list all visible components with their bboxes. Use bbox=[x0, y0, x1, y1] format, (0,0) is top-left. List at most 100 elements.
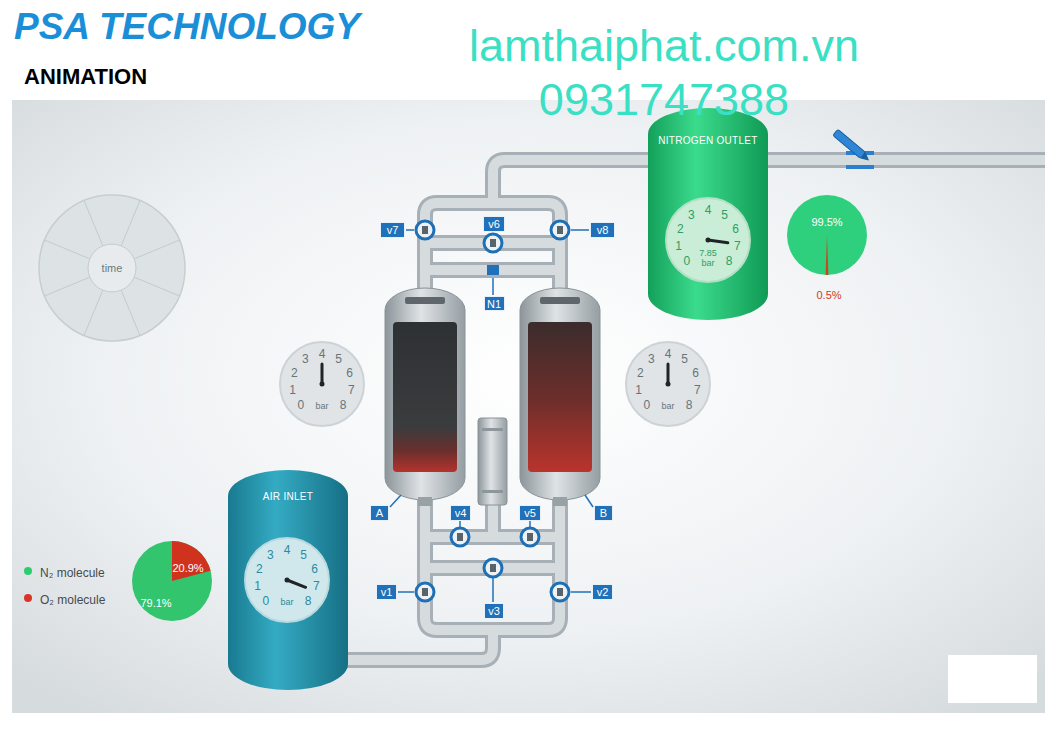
gauge-scale-text: 7 bbox=[348, 384, 355, 396]
gauge-scale-text: 7 bbox=[734, 240, 741, 252]
legend-text: N₂ molecule bbox=[40, 566, 105, 580]
gauge-face bbox=[280, 342, 364, 426]
gauge-scale-text: 4 bbox=[284, 544, 291, 556]
gauge-needle bbox=[287, 580, 306, 587]
tag-text: v7 bbox=[387, 225, 399, 236]
gauge-scale-text: 5 bbox=[681, 353, 688, 365]
timer-segment bbox=[134, 240, 179, 259]
gauge-scale-text: 5 bbox=[335, 353, 342, 365]
valve-tag: v5 bbox=[519, 505, 541, 521]
nozzle-n1 bbox=[487, 265, 499, 275]
valve-tag: v7 bbox=[380, 222, 405, 238]
gauge-scale-text: 0 bbox=[643, 399, 650, 411]
legend-swatch bbox=[24, 567, 32, 575]
gauge-scale-text: 0 bbox=[683, 255, 690, 267]
adsorber-column bbox=[520, 288, 600, 506]
gauge-needle bbox=[708, 240, 728, 243]
pressure-gauge: 012345678bar bbox=[244, 537, 330, 623]
gauge-scale-text: bar bbox=[280, 598, 293, 607]
shape-outline bbox=[132, 541, 212, 621]
watermark: lamthaiphat.com.vn bbox=[469, 20, 859, 72]
gauge-scale-text: 3 bbox=[267, 549, 274, 561]
watermark: 0931747388 bbox=[539, 74, 789, 126]
background-panel bbox=[12, 100, 1045, 713]
pie-red-slice bbox=[172, 541, 211, 581]
valve-tag: v2 bbox=[592, 584, 613, 600]
node-text: 0.5% bbox=[816, 290, 841, 301]
tag-text: v2 bbox=[597, 587, 609, 598]
page-title: PSA TECHNOLOGY bbox=[14, 6, 360, 49]
legend-text: O₂ molecule bbox=[40, 593, 105, 607]
tank-body bbox=[228, 470, 348, 690]
gauge-hub bbox=[285, 578, 290, 583]
tag-text: B bbox=[600, 508, 607, 519]
valve-tag: v4 bbox=[450, 505, 471, 521]
nitrogen-tank: NITROGEN OUTLET0123456787.85bar bbox=[648, 108, 768, 320]
valve-tag: v8 bbox=[590, 222, 615, 238]
gauge-scale-text: 0 bbox=[297, 399, 304, 411]
gauge-face bbox=[626, 342, 710, 426]
timer-hub bbox=[88, 244, 136, 292]
timer-segment bbox=[121, 290, 140, 335]
shape-outline bbox=[787, 195, 867, 275]
timer-segment bbox=[45, 240, 90, 259]
column-tag: B bbox=[594, 505, 613, 521]
pie-green bbox=[132, 541, 212, 621]
silencer bbox=[478, 418, 507, 505]
node-text: time bbox=[102, 263, 123, 274]
valve-tag: v1 bbox=[376, 584, 397, 600]
timer-face bbox=[39, 195, 185, 341]
timer-segment bbox=[84, 201, 103, 246]
gauge-needle bbox=[667, 364, 670, 384]
gauge-scale-text: 7 bbox=[694, 384, 701, 396]
gauge-hub bbox=[706, 238, 711, 243]
air-tank: AIR INLET012345678bar bbox=[228, 470, 348, 690]
flow-meter bbox=[833, 129, 874, 169]
gauge-scale-text: 3 bbox=[302, 353, 309, 365]
node-text: 20.9% bbox=[172, 563, 203, 574]
tag-text: v6 bbox=[488, 219, 500, 230]
gauge-scale-text: bar bbox=[661, 402, 674, 411]
valve-tag: v3 bbox=[484, 603, 504, 619]
gauge-scale-text: 3 bbox=[688, 209, 695, 221]
valve-tag: v6 bbox=[483, 216, 505, 232]
timer-dial: time bbox=[38, 194, 186, 342]
gauge-scale-text: 5 bbox=[300, 549, 307, 561]
gauge-scale-text: 6 bbox=[311, 563, 318, 575]
gauge-hub bbox=[666, 382, 671, 387]
white-box bbox=[948, 655, 1037, 703]
valve bbox=[416, 221, 569, 601]
gauge-scale-text: 2 bbox=[256, 563, 263, 575]
gauge-scale-text: 2 bbox=[677, 223, 684, 235]
pressure-gauge: 012345678bar bbox=[279, 341, 365, 427]
gauge-face bbox=[666, 198, 750, 282]
gauge-scale-text: 6 bbox=[692, 367, 699, 379]
gauge-scale-text: 5 bbox=[721, 209, 728, 221]
gauge-scale-text: 8 bbox=[340, 399, 347, 411]
purity-pie-chart: 99.5%0.5% bbox=[787, 195, 867, 275]
gauge-hub bbox=[320, 382, 325, 387]
pie-green bbox=[787, 195, 867, 275]
node-text: AIR INLET bbox=[263, 492, 314, 502]
gauge-needle bbox=[321, 364, 324, 384]
gauge-scale-text: 1 bbox=[635, 384, 642, 396]
nozzle-tag: N1 bbox=[484, 296, 505, 311]
gauge-scale-text: 1 bbox=[675, 240, 682, 252]
column-tag: A bbox=[370, 505, 389, 521]
tag-text: N1 bbox=[487, 298, 501, 309]
gauge-scale-text: 2 bbox=[291, 367, 298, 379]
timer-segment bbox=[84, 290, 103, 335]
timer-segment bbox=[134, 277, 179, 296]
node-text: NITROGEN OUTLET bbox=[658, 136, 758, 146]
gauge-scale-text: bar bbox=[701, 259, 714, 268]
gauge-scale-text: 1 bbox=[289, 384, 296, 396]
gauge-scale-text: 3 bbox=[648, 353, 655, 365]
tag-text: v8 bbox=[597, 225, 609, 236]
tag-text: v3 bbox=[488, 606, 500, 617]
pressure-gauge: 012345678bar bbox=[625, 341, 711, 427]
gauge-scale-text: 7.85 bbox=[699, 249, 717, 258]
pie-red-slice bbox=[826, 235, 829, 275]
gauge-scale-text: 1 bbox=[254, 580, 261, 592]
tag-text: v5 bbox=[524, 508, 536, 519]
